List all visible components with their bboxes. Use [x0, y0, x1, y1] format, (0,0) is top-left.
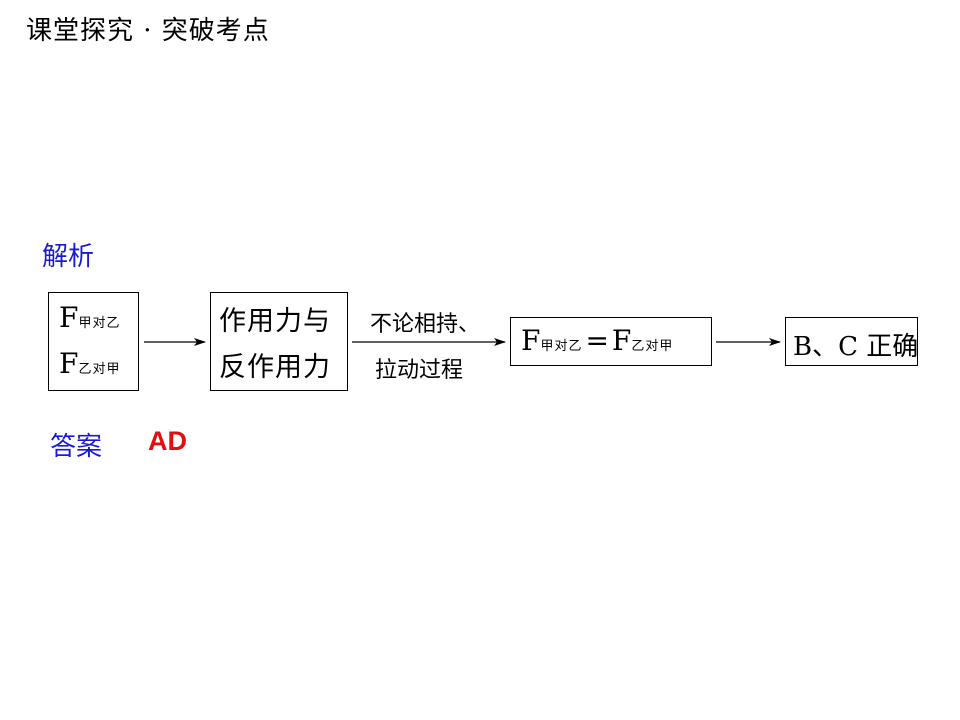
forces-box: F甲对乙 F乙对甲 [48, 292, 139, 391]
force-symbol: F [59, 347, 79, 380]
answer-label: 答案 [50, 432, 103, 462]
force-symbol: F [521, 324, 541, 357]
force-yi-on-jia: F乙对甲 [612, 324, 674, 357]
force-jia-on-yi: F甲对乙 [59, 301, 120, 334]
action-reaction-line-2: 反作用力 [219, 352, 331, 383]
equals-sign: = [585, 324, 609, 357]
conclusion-box: B、C 正确 [785, 317, 918, 366]
answer-value: AD [148, 426, 187, 456]
condition-text-bottom: 拉动过程 [375, 358, 464, 383]
force-jia-on-yi: F甲对乙 [521, 324, 583, 357]
action-reaction-box: 作用力与 反作用力 [210, 292, 348, 391]
force-yi-on-jia: F乙对甲 [59, 347, 120, 380]
force-subscript: 甲对乙 [78, 316, 121, 331]
equality-expression: F甲对乙=F乙对甲 [521, 324, 673, 357]
action-reaction-line-1: 作用力与 [219, 306, 331, 337]
force-symbol: F [59, 301, 79, 334]
conclusion-label: B、C 正确 [793, 332, 919, 362]
force-subscript: 乙对甲 [631, 339, 674, 354]
force-symbol: F [611, 324, 632, 357]
equality-box: F甲对乙=F乙对甲 [510, 317, 712, 366]
force-subscript: 乙对甲 [78, 362, 121, 377]
page-title: 课堂探究 · 突破考点 [26, 16, 270, 46]
condition-text-top: 不论相持、 [370, 312, 481, 337]
analysis-label: 解析 [42, 242, 95, 272]
force-subscript: 甲对乙 [540, 339, 583, 354]
